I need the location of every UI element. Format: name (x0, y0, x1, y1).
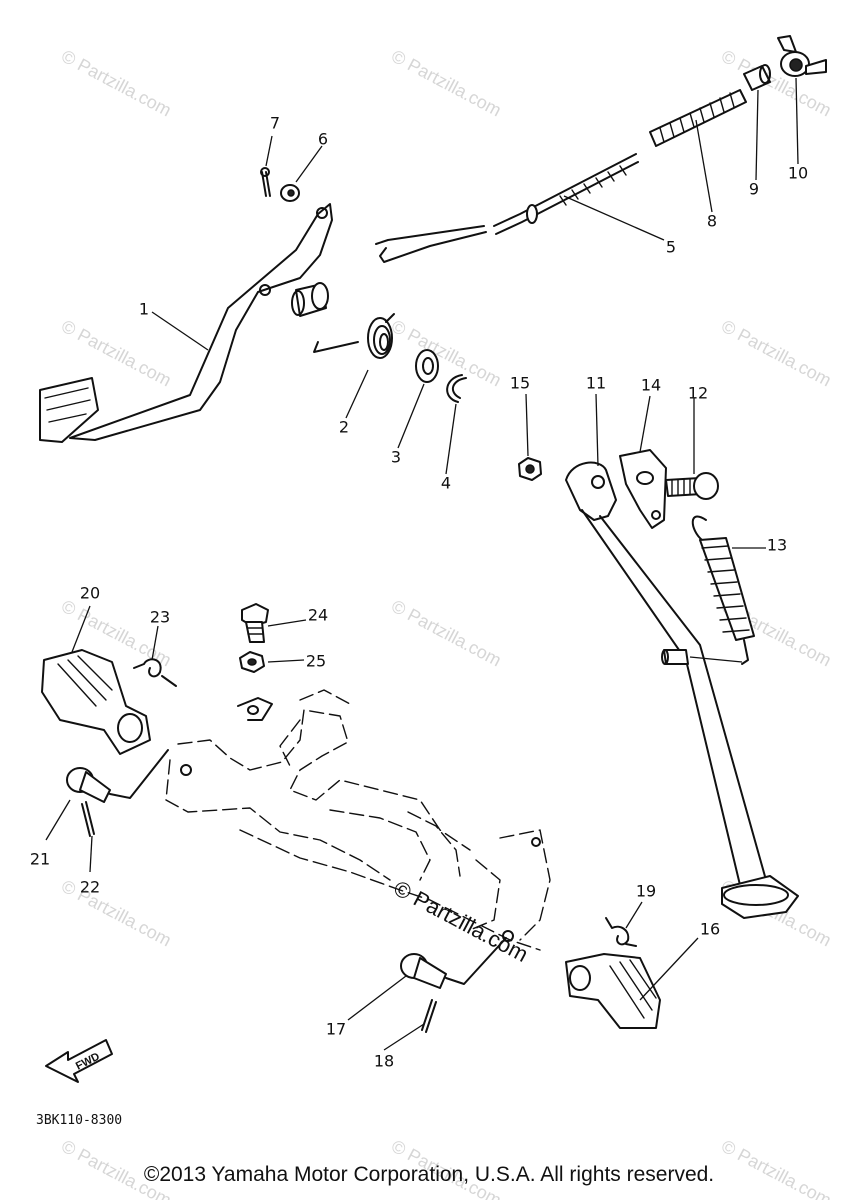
callout-3: 3 (391, 448, 401, 467)
watermark: © Partzilla.com (58, 46, 174, 121)
watermark: © Partzilla.com (388, 596, 504, 671)
cotter-pin-right (421, 999, 437, 1033)
cotter-pin (260, 167, 271, 197)
spring-hook-pin (661, 649, 743, 665)
left-footrest (41, 649, 151, 755)
wing-nut (777, 35, 827, 77)
callout-7: 7 (270, 114, 280, 133)
callout-18: 18 (374, 1052, 394, 1071)
watermark: © Partzilla.com (718, 46, 834, 121)
callout-2: 2 (339, 418, 349, 437)
diagram-code: 3BK110-8300 (36, 1113, 122, 1128)
callout-9: 9 (749, 180, 759, 199)
callout-1: 1 (139, 300, 149, 319)
footrest-pin (66, 749, 169, 803)
watermark-layer: © Partzilla.com © Partzilla.com © Partzi… (58, 46, 834, 1200)
pivot-bolt (665, 472, 719, 500)
callout-12: 12 (688, 384, 708, 403)
sidestand (565, 461, 799, 919)
callout-14: 14 (641, 376, 661, 395)
small-washer (280, 184, 300, 202)
callout-8: 8 (707, 212, 717, 231)
compression-spring (649, 89, 747, 147)
frame-tab (237, 697, 273, 721)
return-spring (691, 515, 755, 665)
footrest-pin-right (400, 937, 507, 989)
callout-6: 6 (318, 130, 328, 149)
callout-21: 21 (30, 850, 50, 869)
footrest-spring-left (133, 658, 177, 687)
collar (743, 64, 771, 91)
callout-20: 20 (80, 584, 100, 603)
callout-10: 10 (788, 164, 808, 183)
callout-13: 13 (767, 536, 787, 555)
flange-nut (239, 651, 265, 673)
right-footrest (565, 953, 661, 1029)
callout-5: 5 (666, 238, 676, 257)
hex-nut (518, 457, 542, 481)
watermark: © Partzilla.com (388, 316, 504, 391)
bolt (241, 603, 269, 643)
leader-lines (45, 77, 799, 1051)
cotter-pin-small (81, 801, 95, 837)
callout-15: 15 (510, 374, 530, 393)
torsion-spring (313, 313, 395, 359)
washer (415, 349, 439, 383)
callout-16: 16 (700, 920, 720, 939)
copyright-notice: ©2013 Yamaha Motor Corporation, U.S.A. A… (143, 1163, 715, 1186)
callout-25: 25 (306, 652, 326, 671)
callout-19: 19 (636, 882, 656, 901)
callout-22: 22 (80, 878, 100, 897)
callout-17: 17 (326, 1020, 346, 1039)
callout-23: 23 (150, 608, 170, 627)
fwd-arrow-icon: FWD (45, 1039, 113, 1083)
brake-pedal (39, 203, 333, 443)
callout-11: 11 (586, 374, 606, 393)
watermark: © Partzilla.com (58, 876, 174, 951)
watermark: © Partzilla.com (58, 316, 174, 391)
callout-4: 4 (441, 474, 451, 493)
watermark: © Partzilla.com (388, 46, 504, 121)
footrest-spring-right (605, 917, 637, 947)
center-watermark: © Partzilla.com (390, 875, 533, 967)
circlip (446, 374, 467, 403)
callout-24: 24 (308, 606, 328, 625)
brake-rod (375, 153, 639, 263)
watermark: © Partzilla.com (718, 316, 834, 391)
sidestand-bracket (619, 449, 667, 529)
callouts: 1 2 3 4 5 6 7 8 9 10 11 12 13 14 15 16 1… (30, 114, 808, 1071)
frame-outline (165, 689, 551, 951)
